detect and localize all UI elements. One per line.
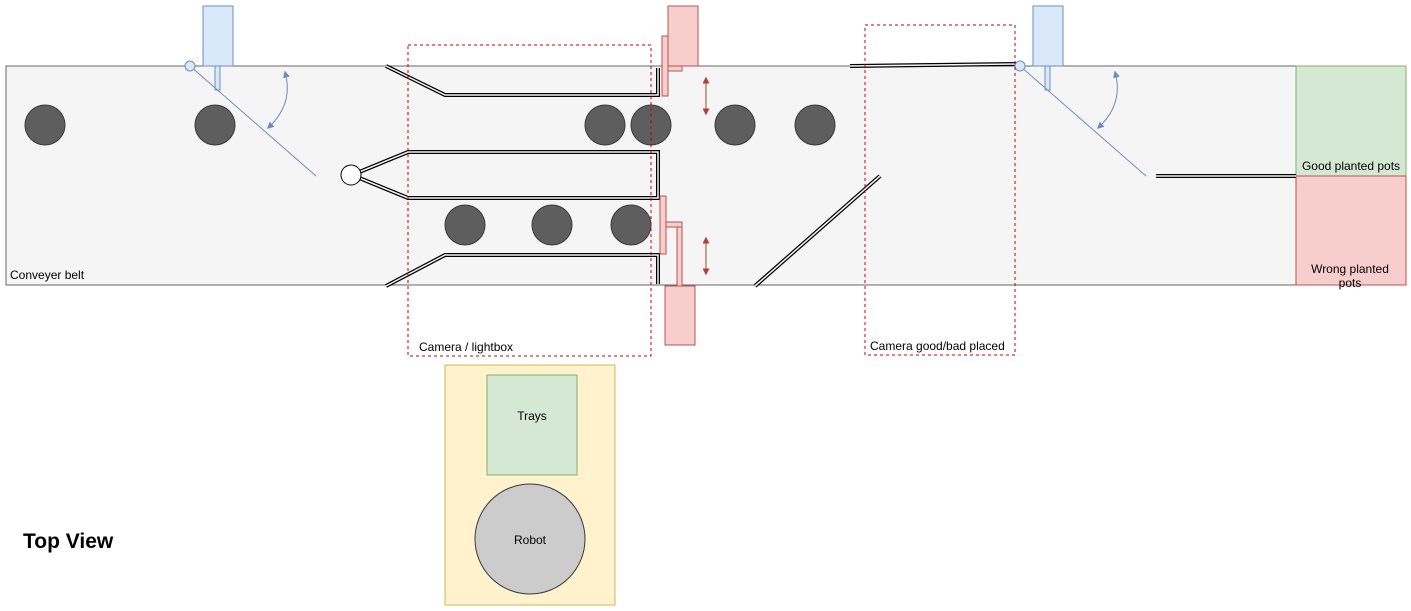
good-pots-label: Good planted pots — [1302, 159, 1400, 173]
left-diverter-pivot — [184, 60, 196, 72]
pot — [24, 104, 66, 146]
pot — [610, 204, 652, 246]
wrong-pots-bin — [1295, 175, 1407, 286]
robot-label: Robot — [514, 533, 547, 547]
pot — [444, 204, 486, 246]
pot — [714, 104, 756, 146]
camera-lightbox-label: Camera / lightbox — [419, 340, 513, 354]
left-diverter-swing-arrow — [266, 70, 290, 129]
trays — [486, 374, 578, 476]
pot — [794, 104, 836, 146]
pot — [531, 204, 573, 246]
camera-good-bad-label: Camera good/bad placed — [870, 339, 1005, 353]
pot — [584, 104, 626, 146]
right-entry-guide-inner — [849, 63, 1021, 67]
right-diverter-swing-arrow — [1096, 70, 1120, 129]
good-pots-bin — [1295, 65, 1407, 177]
right-sensor-probe — [1044, 65, 1051, 91]
bottom-pusher-plate — [659, 195, 667, 255]
pots — [24, 104, 836, 246]
pot — [194, 104, 236, 146]
robot — [474, 483, 586, 595]
right-diverter-arm — [1019, 65, 1147, 177]
lane-splitter-pivot — [340, 164, 362, 186]
left-diverter-arm — [189, 65, 317, 177]
conveyor-belt-label: Conveyer belt — [10, 268, 85, 282]
camera-good-bad-zone — [864, 24, 1016, 356]
camera-lightbox-zone — [407, 44, 652, 357]
left-sensor — [202, 5, 234, 67]
right-diverter-pivot — [1014, 60, 1026, 72]
top-pusher-actuator — [667, 5, 699, 67]
bottom-pusher-rod-head — [663, 221, 683, 228]
bottom-pusher-actuator — [664, 285, 696, 346]
wrong-pots-label-line1: Wrong planted — [1311, 262, 1389, 276]
guide-rails — [346, 64, 1296, 288]
trays-label: Trays — [517, 409, 547, 423]
top-pusher-plate — [661, 35, 669, 97]
view-title: Top View — [23, 530, 114, 553]
bottom-pusher-rod — [676, 221, 683, 287]
wrong-pots-label-line2: pots — [1339, 276, 1362, 290]
right-sensor — [1032, 5, 1064, 67]
left-sensor-probe — [214, 65, 221, 91]
